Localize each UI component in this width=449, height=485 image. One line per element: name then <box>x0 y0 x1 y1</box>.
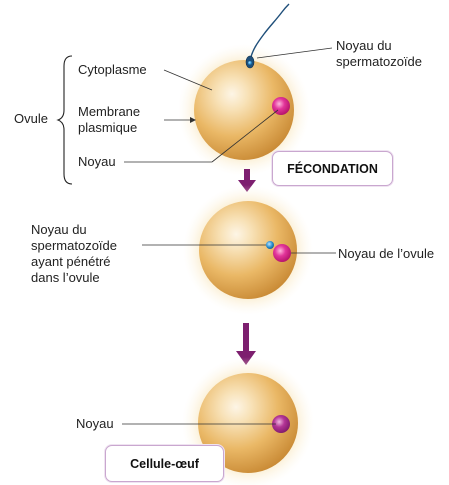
nucleus-label-stage1: Noyau <box>78 154 116 170</box>
nucleus-label-stage3: Noyau <box>76 416 114 432</box>
stage2-ovule-nucleus <box>273 244 291 262</box>
ovule-group-label: Ovule <box>14 111 48 127</box>
stage2-cell-group <box>183 185 313 315</box>
ovule-brace <box>58 56 72 184</box>
stage2-sperm-nucleus-label: Noyau du spermatozoïde ayant pénétré dan… <box>31 222 141 286</box>
fecondation-label: FÉCONDATION <box>272 151 393 186</box>
zygote-label: Cellule-œuf <box>105 445 224 482</box>
stage2-ovule-nucleus-label: Noyau de l’ovule <box>338 246 434 262</box>
sperm-head-nucleus <box>248 61 252 65</box>
membrane-label: Membrane plasmique <box>78 104 168 136</box>
sperm-nucleus-label: Noyau du spermatozoïde <box>336 38 441 70</box>
stage2-sperm-nucleus <box>266 241 274 249</box>
cytoplasm-label: Cytoplasme <box>78 62 147 78</box>
